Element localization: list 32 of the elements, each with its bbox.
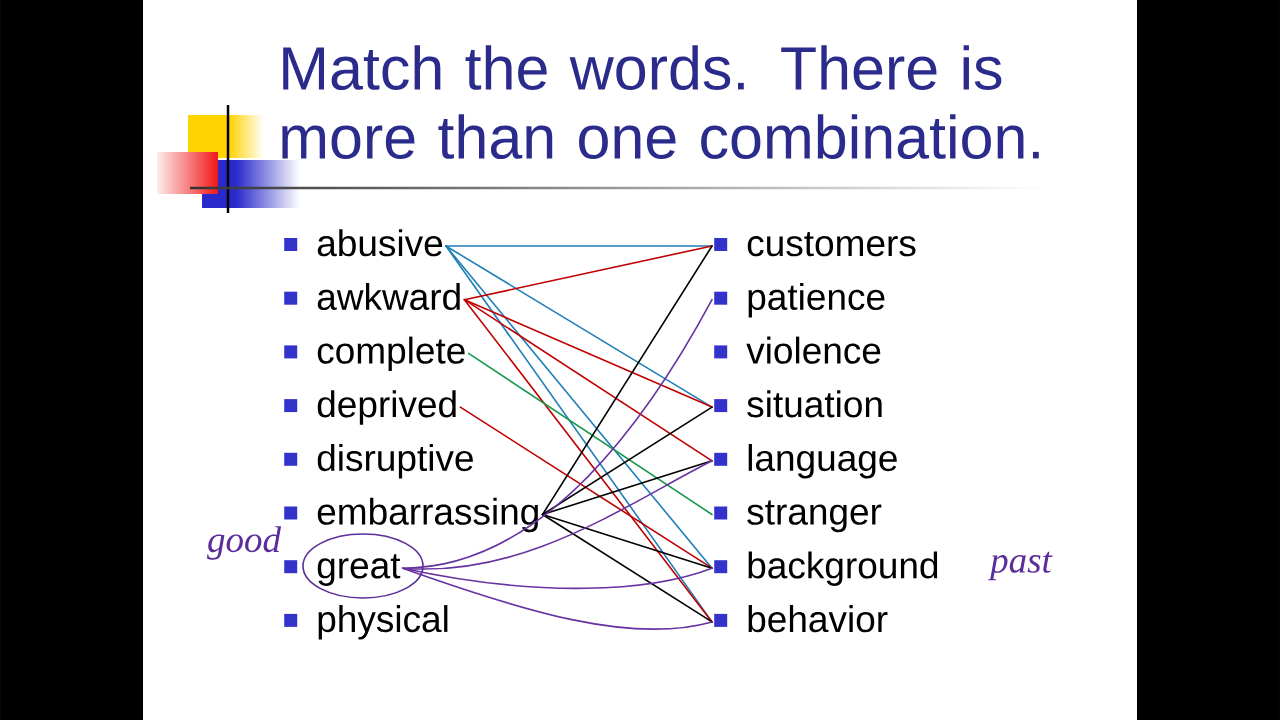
word: background — [748, 551, 938, 586]
word: physical — [318, 605, 448, 640]
matching-line — [445, 245, 713, 408]
title: Match the words. There is more than one combination. — [282, 45, 1039, 159]
matching-line — [401, 567, 713, 630]
word: embarrassing — [317, 497, 538, 533]
word: patience — [748, 282, 885, 318]
matching-line — [541, 513, 713, 623]
handwritten-note: past — [988, 551, 1053, 581]
matching-line — [463, 298, 713, 623]
word: deprived — [317, 390, 456, 425]
matching-line — [445, 245, 713, 247]
handwritten-note: good — [207, 526, 282, 560]
word: abusive — [317, 229, 443, 257]
matching-line — [467, 352, 713, 516]
matching-line — [463, 245, 713, 301]
matching-line — [541, 460, 713, 516]
word: complete — [317, 336, 465, 372]
word: behavior — [748, 605, 888, 633]
word: stranger — [747, 500, 882, 533]
word: violence — [746, 336, 881, 364]
word: awkward — [317, 282, 460, 311]
matching-line — [463, 298, 713, 462]
matching-line — [541, 406, 713, 516]
matching-line — [541, 245, 713, 516]
matching-line — [401, 460, 713, 570]
word: customers — [747, 232, 916, 257]
word: disruptive — [317, 444, 473, 479]
word: great — [317, 554, 401, 586]
word: language — [748, 444, 897, 479]
matching-line — [459, 406, 713, 569]
word: situation — [747, 390, 882, 418]
